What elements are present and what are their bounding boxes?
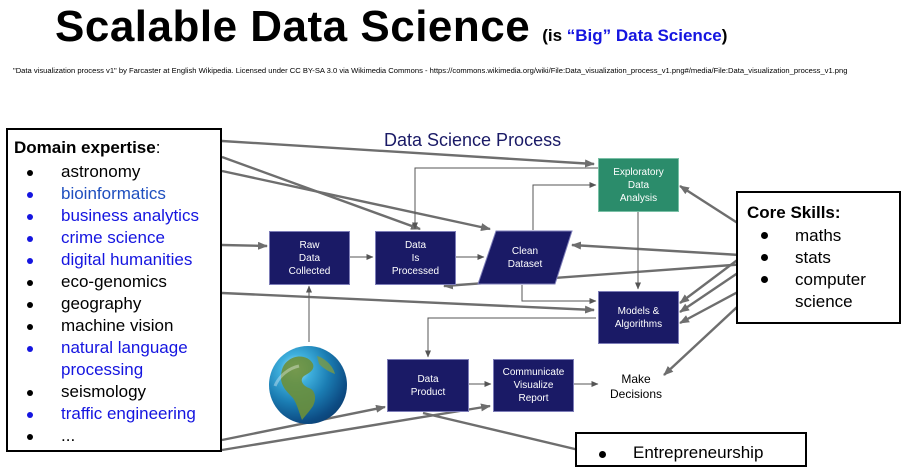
subtitle-close: ) — [721, 26, 728, 45]
entrepreneurship-panel — [575, 432, 807, 467]
domain-item-label: digital humanities — [61, 250, 193, 269]
world-globe-icon — [269, 346, 347, 424]
domain-item-bullet — [27, 390, 33, 396]
arrow-domain-models — [221, 291, 595, 314]
arrow-domain-raw — [221, 241, 268, 250]
domain-item-bullet — [27, 236, 33, 242]
domain-item-label: seismology — [61, 382, 147, 401]
raw-line-1: Raw — [299, 239, 320, 251]
clean-line-2: Dataset — [507, 258, 543, 270]
arrow-domain-communicate — [221, 403, 491, 452]
skill-bullet-computer-science — [761, 276, 768, 283]
domain-item-label: crime science — [61, 228, 165, 247]
domain-heading-colon: : — [155, 138, 161, 157]
product-line-1: Data — [417, 373, 439, 385]
subtitle-big-data-science: “Big” Data Science — [566, 26, 722, 45]
domain-item-bullet — [27, 258, 33, 264]
image-credit: "Data visualization process v1" by Farca… — [13, 66, 848, 75]
models-line-2: Algorithms — [614, 318, 663, 330]
process-title: Data Science Process — [384, 130, 562, 150]
domain-item-bullet — [27, 346, 33, 352]
domain-item-bullet — [27, 280, 33, 286]
raw-line-2: Data — [298, 252, 321, 264]
clean-line-1: Clean — [511, 245, 539, 257]
domain-item-label: business analytics — [61, 206, 199, 225]
globe-landmass — [273, 356, 335, 420]
flow-models-product — [425, 317, 596, 358]
make-decisions-line-2: Decisions — [609, 387, 663, 401]
arrow-domain-clean — [221, 169, 491, 232]
processed-line-3: Processed — [391, 265, 440, 277]
domain-item-label: processing — [61, 360, 144, 379]
subtitle-open: (is — [542, 26, 567, 45]
domain-item-label: machine vision — [61, 316, 174, 335]
domain-item-label: traffic engineering — [61, 404, 196, 423]
domain-item-bullet — [27, 324, 33, 330]
make-decisions-line-1: Make — [621, 372, 651, 386]
communicate-line-3: Report — [518, 393, 549, 404]
entrepreneurship-bullet — [599, 451, 606, 458]
domain-item-bullet — [27, 214, 33, 220]
arrow-skills-clean — [571, 241, 741, 257]
domain-item-label: geography — [61, 294, 142, 313]
clean-dataset-shape — [477, 230, 573, 285]
skill-maths: maths — [795, 226, 842, 245]
skill-science: science — [795, 292, 853, 311]
entrepreneurship-label: Entrepreneurship — [633, 443, 764, 462]
eda-line-2: Data — [627, 179, 650, 191]
flow-clean-eda — [532, 182, 597, 230]
box-models-algorithms: Models &Algorithms — [598, 291, 679, 344]
skill-bullet-stats — [761, 254, 768, 261]
page-title: Scalable Data Science — [55, 2, 531, 51]
domain-item-bullet — [27, 192, 33, 198]
page-subtitle: (is “Big” Data Science) — [542, 26, 727, 45]
domain-item-label: ... — [61, 426, 76, 445]
eda-line-1: Exploratory — [613, 166, 664, 178]
domain-expertise-heading: Domain expertise: — [14, 138, 160, 158]
skill-stats: stats — [795, 248, 831, 267]
domain-heading-text: Domain expertise — [14, 138, 156, 157]
communicate-line-2: Visualize — [513, 380, 554, 391]
models-line-1: Models & — [617, 305, 660, 317]
domain-item-label: bioinformatics — [61, 184, 166, 203]
domain-expertise-panel — [6, 128, 222, 452]
skill-computer: computer — [795, 270, 866, 289]
processed-line-2: Is — [411, 252, 420, 264]
core-skills-heading: Core Skills: — [747, 203, 841, 222]
arrow-domain-entrepreneurship — [422, 411, 601, 457]
processed-line-1: Data — [404, 239, 427, 251]
domain-item-label: natural language — [61, 338, 188, 357]
domain-item-bullet — [27, 434, 33, 440]
domain-item-bullet — [27, 302, 33, 308]
title-block: Scalable Data Science (is “Big” Data Scie… — [55, 2, 727, 52]
raw-line-3: Collected — [288, 265, 331, 277]
arrow-domain-eda — [221, 139, 595, 168]
eda-line-3: Analysis — [619, 192, 658, 204]
skill-bullet-maths — [761, 232, 768, 239]
flow-clean-models — [521, 285, 597, 304]
product-line-2: Product — [410, 386, 446, 398]
domain-item-label: eco-genomics — [61, 272, 167, 291]
domain-item-label: astronomy — [61, 162, 141, 181]
domain-item-bullet — [27, 412, 33, 418]
communicate-line-1: Communicate — [502, 367, 565, 378]
domain-item-bullet — [27, 170, 33, 176]
